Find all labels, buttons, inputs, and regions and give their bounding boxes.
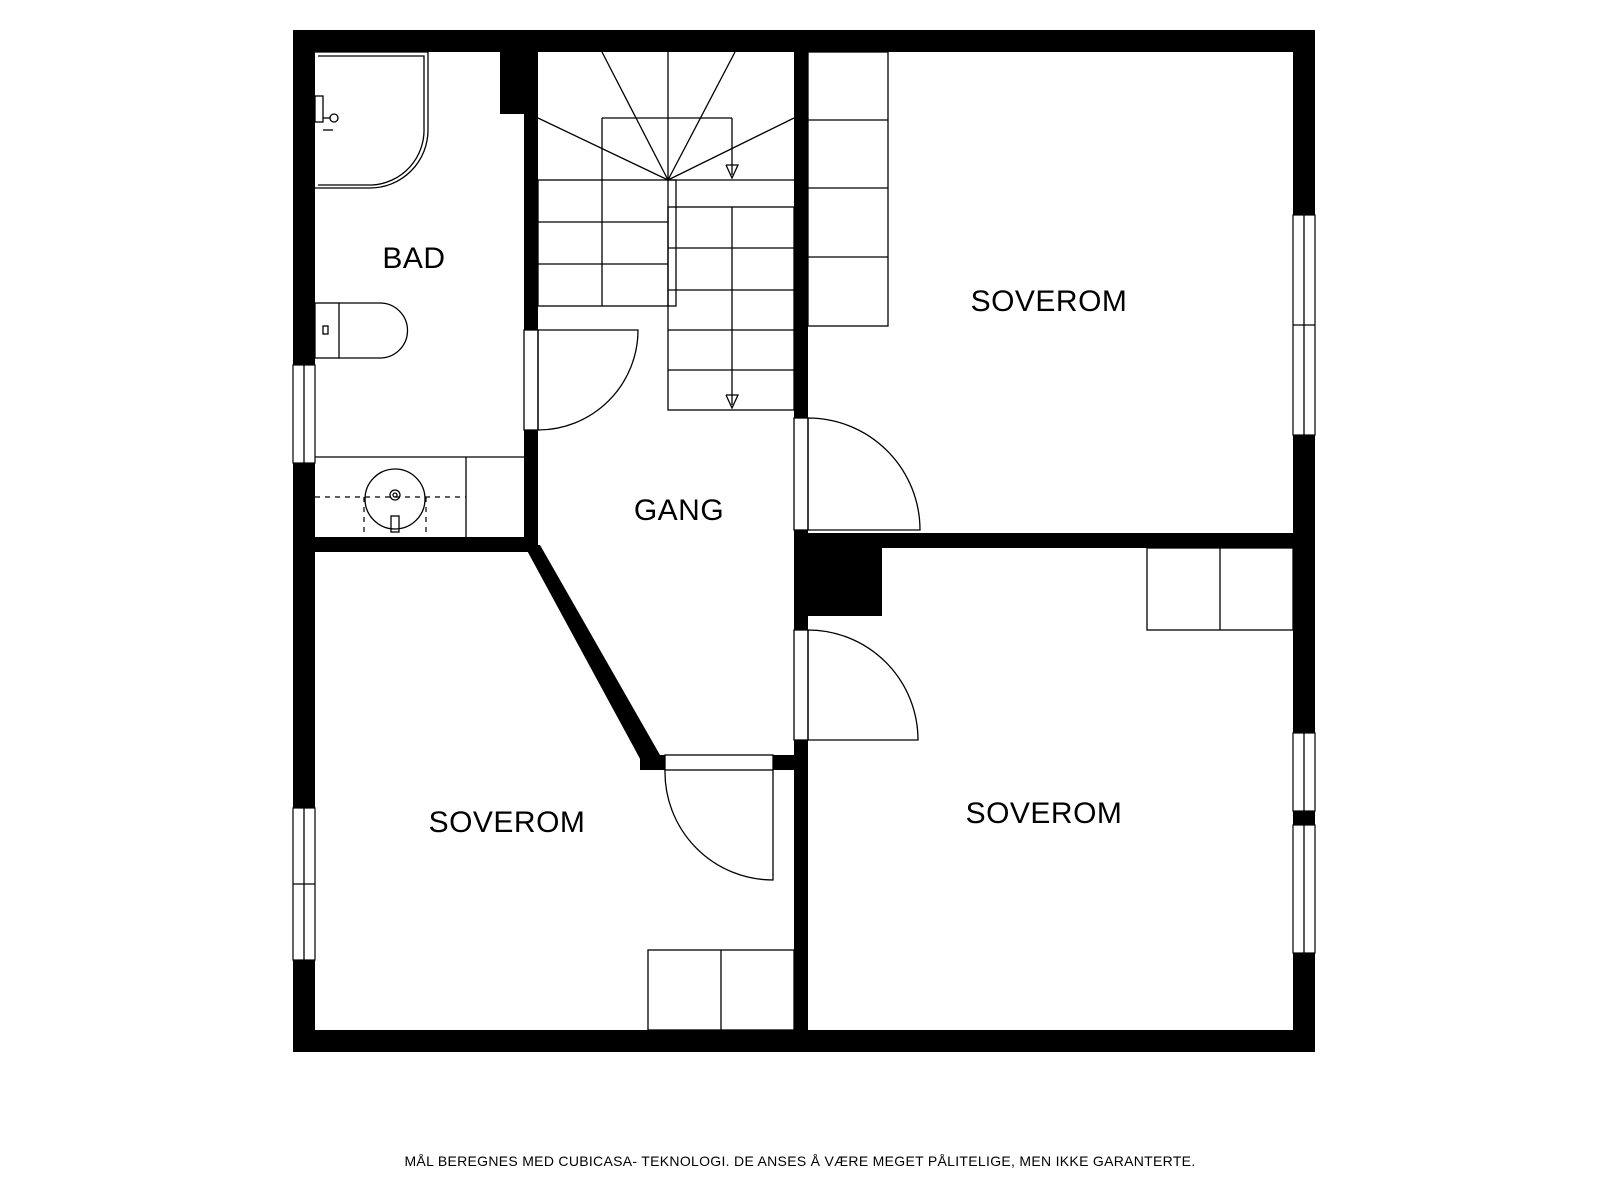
room-label-soverom-bottom-right: SOVEROM xyxy=(966,797,1123,830)
footer-disclaimer: MÅL BEREGNES MED CUBICASA- TEKNOLOGI. DE… xyxy=(404,1153,1196,1169)
room-label-soverom-top-right: SOVEROM xyxy=(971,285,1128,318)
room-label-soverom-bottom-left: SOVEROM xyxy=(429,806,586,839)
staircase xyxy=(537,51,795,411)
door-swings xyxy=(537,329,921,881)
interior-walls xyxy=(293,30,1304,1052)
bathroom-fixtures xyxy=(314,51,524,537)
room-label-bad: BAD xyxy=(382,242,445,275)
wardrobes xyxy=(647,51,1294,1031)
room-label-gang: GANG xyxy=(634,494,724,527)
door-openings xyxy=(523,329,809,771)
windows xyxy=(292,214,1316,961)
